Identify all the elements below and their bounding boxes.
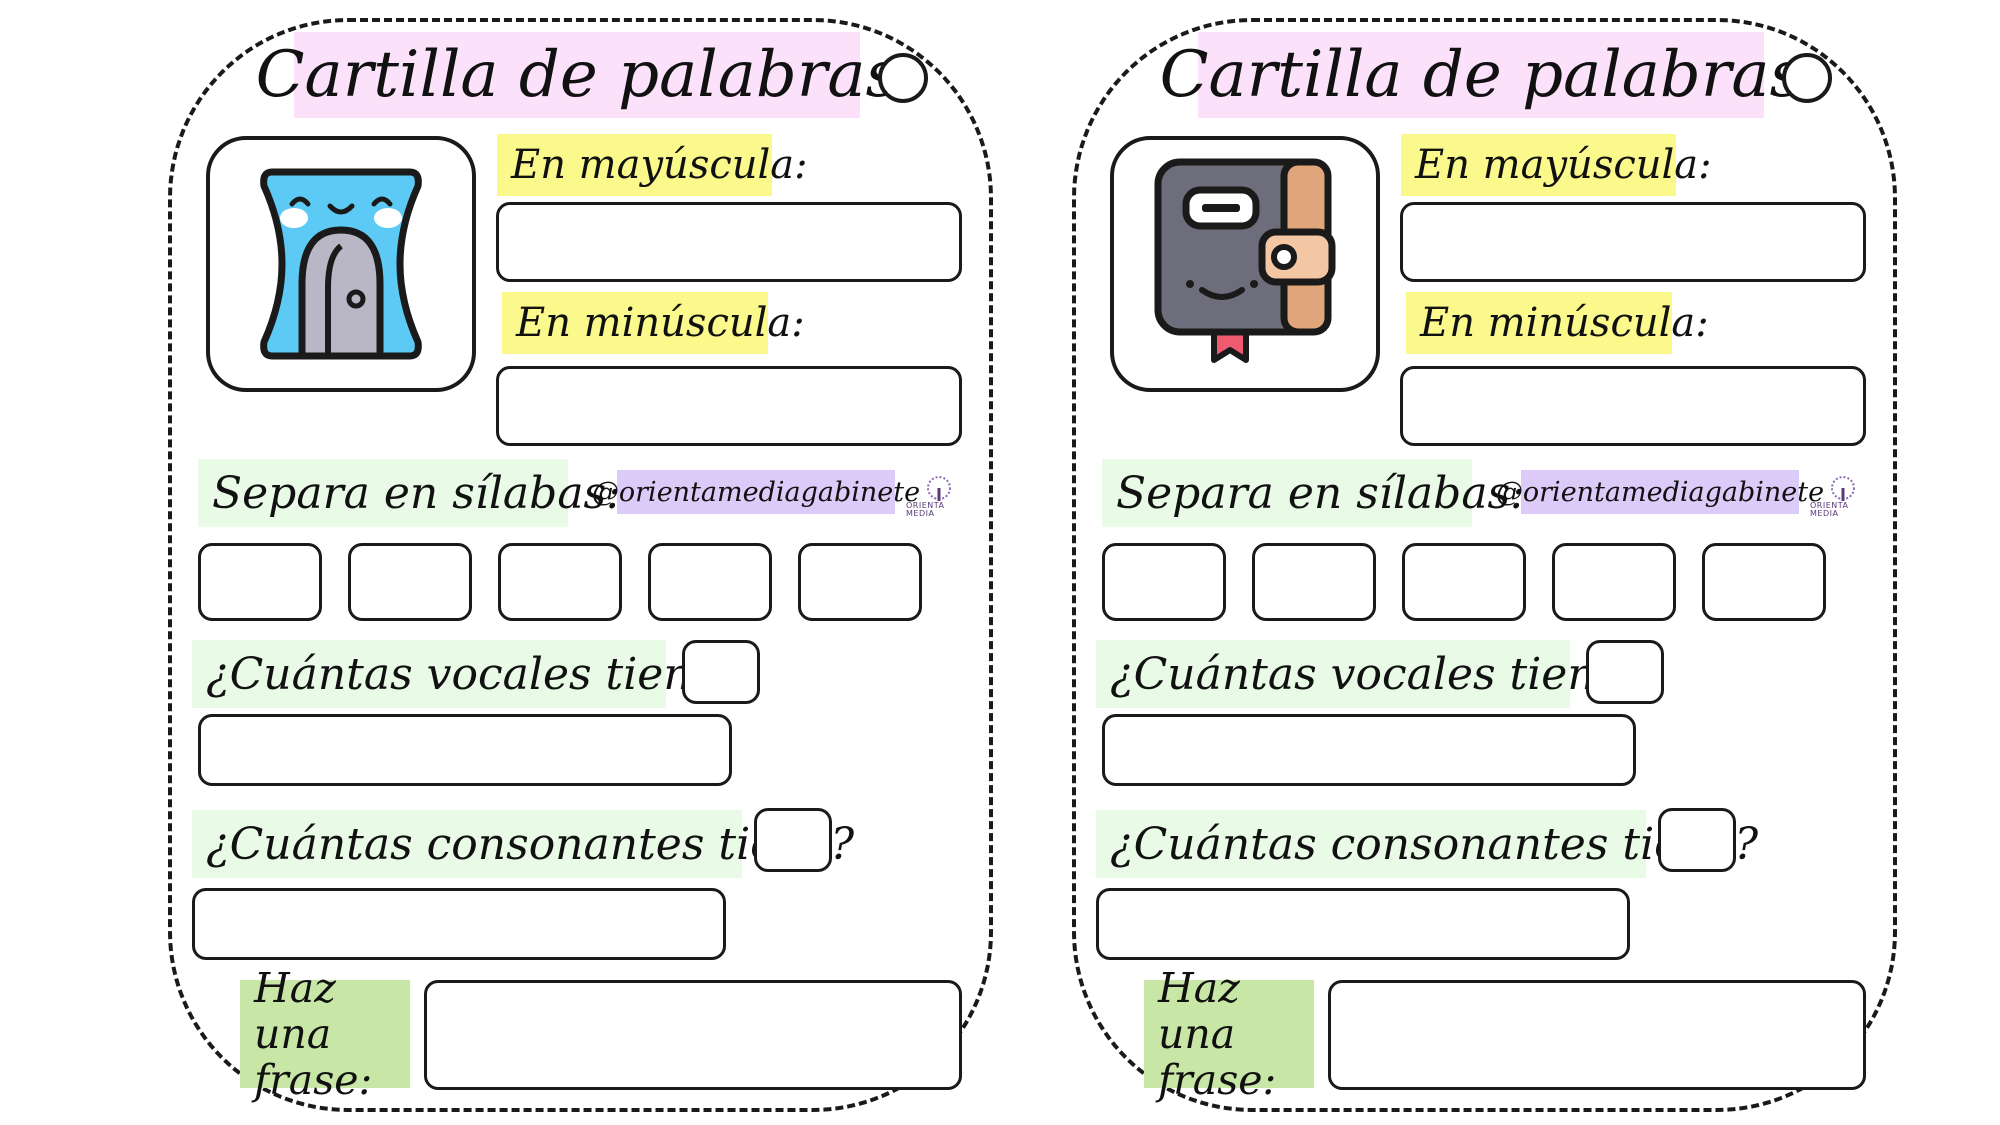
notebook-icon bbox=[1154, 158, 1336, 363]
uppercase-answer-box[interactable] bbox=[496, 202, 962, 282]
phrase-answer-box[interactable] bbox=[424, 980, 962, 1090]
syllables-label: Separa en sílabas: bbox=[198, 459, 621, 527]
phrase-label-line-2: frase: bbox=[1158, 1056, 1277, 1104]
lowercase-label: En minúscula: bbox=[1406, 292, 1709, 354]
word-image-frame bbox=[1110, 136, 1380, 392]
syllable-box[interactable] bbox=[498, 543, 622, 621]
card-title: Cartilla de palabras bbox=[1160, 32, 1802, 118]
consonants-question-label: ¿Cuántas consonantes tiene? bbox=[1096, 810, 1758, 878]
pencil-sharpener-icon bbox=[260, 168, 422, 360]
consonants-count-box[interactable] bbox=[754, 808, 832, 872]
phrase-label-line-1: Haz una bbox=[1158, 964, 1240, 1058]
phrase-label: Haz una frase: bbox=[1144, 965, 1314, 1103]
tree-logo-icon bbox=[927, 476, 951, 501]
card-title: Cartilla de palabras bbox=[256, 32, 898, 118]
syllable-box[interactable] bbox=[648, 543, 772, 621]
orienta-media-logo: ORIENTA MEDIA bbox=[1810, 474, 1876, 518]
consonants-answer-box[interactable] bbox=[192, 888, 726, 960]
vowels-question-label: ¿Cuántas vocales tiene? bbox=[1096, 640, 1645, 708]
phrase-label: Haz una frase: bbox=[240, 965, 410, 1103]
vowels-count-box[interactable] bbox=[682, 640, 760, 704]
vowels-count-box[interactable] bbox=[1586, 640, 1664, 704]
syllable-box[interactable] bbox=[1402, 543, 1526, 621]
vowels-question-label: ¿Cuántas vocales tiene? bbox=[192, 640, 741, 708]
vowels-answer-box[interactable] bbox=[198, 714, 732, 786]
consonants-answer-box[interactable] bbox=[1096, 888, 1630, 960]
lowercase-label: En minúscula: bbox=[502, 292, 805, 354]
punch-hole-ring bbox=[878, 53, 928, 103]
punch-hole-ring bbox=[1782, 53, 1832, 103]
uppercase-label: En mayúscula: bbox=[1401, 134, 1712, 196]
phrase-label-line-2: frase: bbox=[254, 1056, 373, 1104]
lowercase-answer-box[interactable] bbox=[1400, 366, 1866, 446]
lowercase-answer-box[interactable] bbox=[496, 366, 962, 446]
logo-text: ORIENTA MEDIA bbox=[906, 501, 945, 518]
syllable-box[interactable] bbox=[798, 543, 922, 621]
consonants-count-box[interactable] bbox=[1658, 808, 1736, 872]
vowels-answer-box[interactable] bbox=[1102, 714, 1636, 786]
uppercase-label: En mayúscula: bbox=[497, 134, 808, 196]
orienta-media-logo: ORIENTA MEDIA bbox=[906, 474, 972, 518]
word-card-1: Cartilla de palabras En mayúscula: En mi… bbox=[168, 18, 993, 1112]
uppercase-answer-box[interactable] bbox=[1400, 202, 1866, 282]
tree-logo-icon bbox=[1831, 476, 1855, 501]
syllable-box[interactable] bbox=[1252, 543, 1376, 621]
word-card-2: Cartilla de palabras En mayúscula: En mi… bbox=[1072, 18, 1897, 1112]
syllable-box[interactable] bbox=[1552, 543, 1676, 621]
syllable-box[interactable] bbox=[1102, 543, 1226, 621]
phrase-label-line-1: Haz una bbox=[254, 964, 336, 1058]
syllable-box[interactable] bbox=[1702, 543, 1826, 621]
logo-text: ORIENTA MEDIA bbox=[1810, 501, 1849, 518]
syllables-label: Separa en sílabas: bbox=[1102, 459, 1525, 527]
handle-tag: @orientamediagabinete bbox=[1496, 470, 1824, 514]
consonants-question-label: ¿Cuántas consonantes tiene? bbox=[192, 810, 854, 878]
syllable-box[interactable] bbox=[198, 543, 322, 621]
syllable-box[interactable] bbox=[348, 543, 472, 621]
phrase-answer-box[interactable] bbox=[1328, 980, 1866, 1090]
handle-tag: @orientamediagabinete bbox=[592, 470, 920, 514]
word-image-frame bbox=[206, 136, 476, 392]
